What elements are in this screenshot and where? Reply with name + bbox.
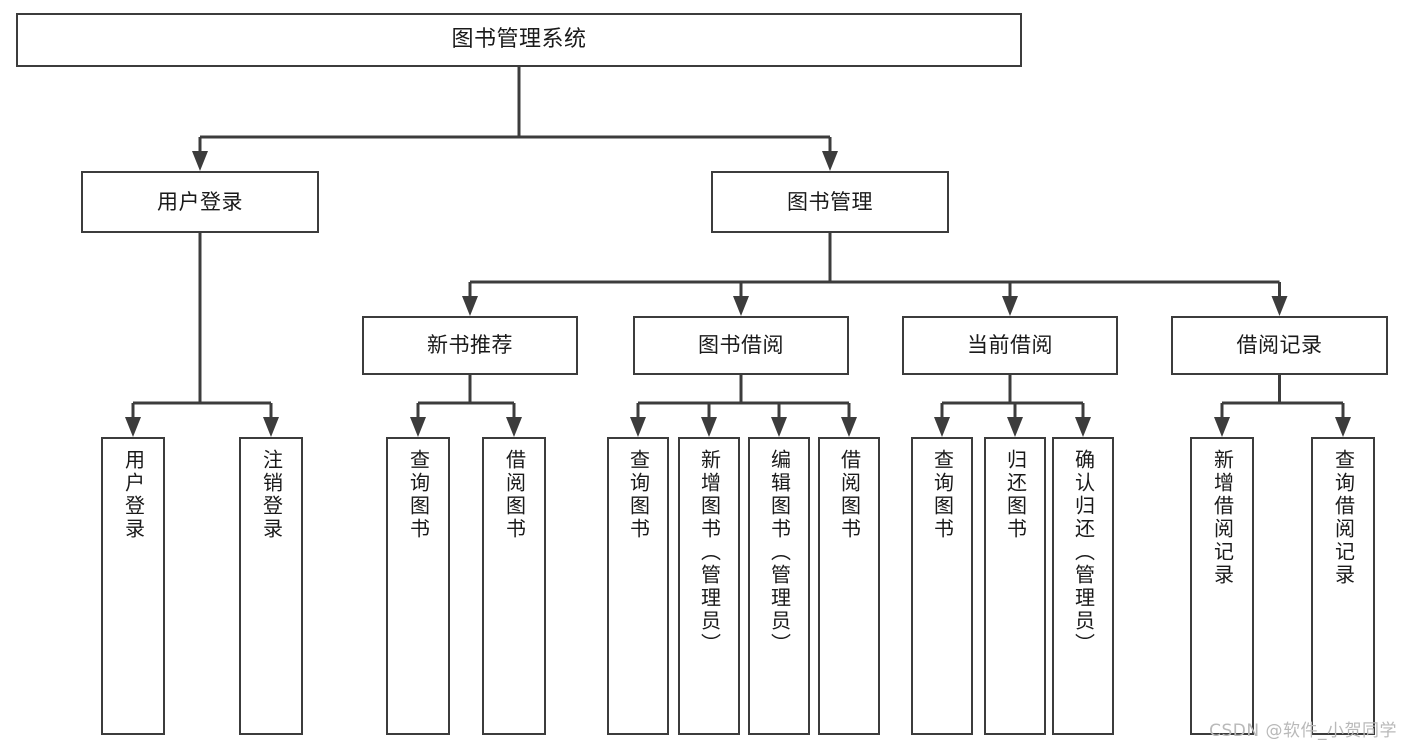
arrowhead-icon (934, 417, 950, 437)
node-leaf-query-record[interactable]: 查询借阅记录 (1311, 437, 1375, 735)
arrowhead-icon (630, 417, 646, 437)
node-label: 新书推荐 (427, 333, 513, 358)
node-book-borrow[interactable]: 图书借阅 (633, 316, 849, 375)
arrowhead-icon (771, 417, 787, 437)
arrowhead-icon (1271, 296, 1288, 316)
arrowhead-icon (263, 417, 279, 437)
arrowhead-icon (1002, 296, 1018, 316)
arrowhead-icon (506, 417, 522, 437)
node-leaf-query-book-1[interactable]: 查询图书 (386, 437, 450, 735)
arrowhead-icon (125, 417, 141, 437)
node-label: 查询图书 (930, 449, 955, 541)
node-leaf-add-book[interactable]: 新增图书（管理员） (678, 437, 740, 735)
node-label: 借阅图书 (502, 449, 527, 541)
node-leaf-borrow-book-1[interactable]: 借阅图书 (482, 437, 546, 735)
node-label: 查询图书 (406, 449, 431, 541)
node-label: 用户登录 (157, 189, 243, 214)
node-label: 用户登录 (121, 449, 146, 541)
node-label: 编辑图书（管理员） (767, 449, 792, 656)
node-leaf-edit-book[interactable]: 编辑图书（管理员） (748, 437, 810, 735)
node-leaf-confirm-ret[interactable]: 确认归还（管理员） (1052, 437, 1114, 735)
node-leaf-user-login[interactable]: 用户登录 (101, 437, 165, 735)
node-label: 当前借阅 (967, 333, 1053, 358)
arrowhead-icon (192, 151, 208, 171)
node-label: 借阅图书 (837, 449, 862, 541)
arrowhead-icon (701, 417, 717, 437)
node-leaf-borrow-book-2[interactable]: 借阅图书 (818, 437, 880, 735)
watermark: CSDN @软件_小贺同学 (1209, 721, 1397, 741)
arrowhead-icon (410, 417, 426, 437)
node-label: 图书借阅 (698, 333, 784, 358)
node-leaf-logout[interactable]: 注销登录 (239, 437, 303, 735)
node-leaf-query-book-2[interactable]: 查询图书 (607, 437, 669, 735)
node-label: 确认归还（管理员） (1071, 449, 1096, 656)
node-label: 归还图书 (1003, 449, 1028, 541)
node-new-book-rec[interactable]: 新书推荐 (362, 316, 578, 375)
node-current-borrow[interactable]: 当前借阅 (902, 316, 1118, 375)
node-label: 查询图书 (626, 449, 651, 541)
node-book-manage[interactable]: 图书管理 (711, 171, 949, 233)
node-label: 新增图书（管理员） (697, 449, 722, 656)
arrowhead-icon (1075, 417, 1091, 437)
node-label: 图书管理 (787, 189, 873, 214)
node-label: 新增借阅记录 (1210, 449, 1235, 587)
node-leaf-query-book-3[interactable]: 查询图书 (911, 437, 973, 735)
node-root[interactable]: 图书管理系统 (16, 13, 1022, 67)
node-label: 图书管理系统 (451, 27, 587, 53)
node-leaf-add-record[interactable]: 新增借阅记录 (1190, 437, 1254, 735)
node-user-login[interactable]: 用户登录 (81, 171, 319, 233)
node-label: 注销登录 (259, 449, 284, 541)
arrowhead-icon (1214, 417, 1230, 437)
arrowhead-icon (1007, 417, 1023, 437)
arrowhead-icon (733, 296, 749, 316)
node-borrow-record[interactable]: 借阅记录 (1171, 316, 1388, 375)
arrowhead-icon (841, 417, 857, 437)
node-label: 借阅记录 (1236, 333, 1323, 358)
arrowhead-icon (1335, 417, 1351, 437)
node-leaf-return-book[interactable]: 归还图书 (984, 437, 1046, 735)
node-label: 查询借阅记录 (1331, 449, 1356, 587)
arrowhead-icon (822, 151, 838, 171)
arrowhead-icon (462, 296, 478, 316)
